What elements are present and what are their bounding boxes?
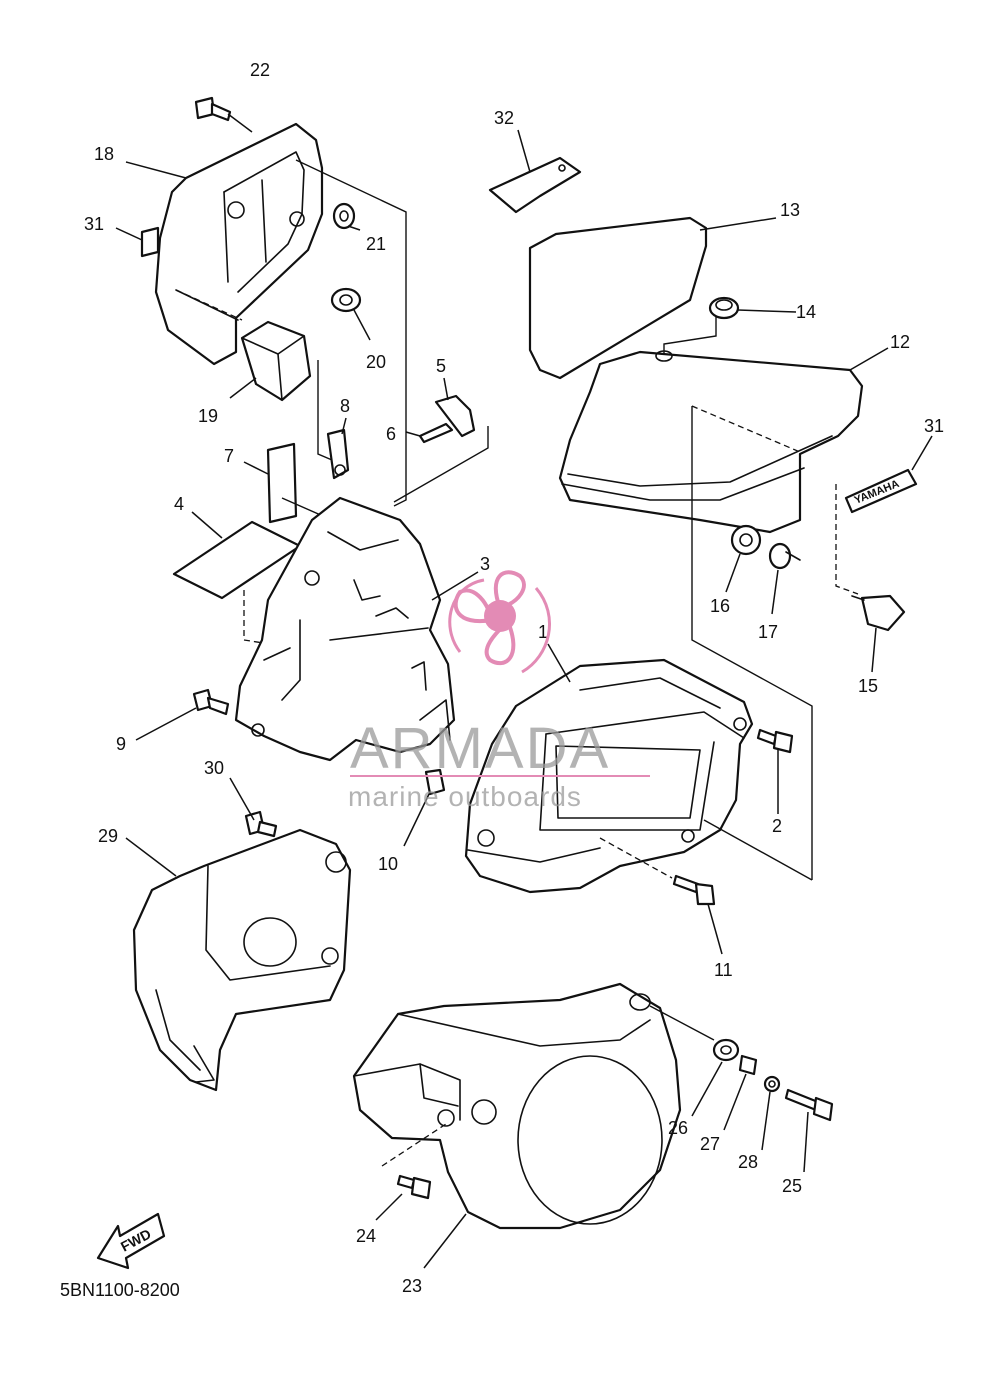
part-25-bolt [784, 1088, 834, 1122]
part-13-panel [528, 216, 708, 380]
part-3-frame-bracket [234, 496, 456, 762]
callout-14: 14 [796, 302, 816, 322]
line-23-to-26 [649, 1005, 715, 1041]
dash-1-to-11 [599, 837, 673, 879]
part-16-nut [730, 524, 762, 556]
callout-8: 8 [340, 396, 350, 416]
part-8-clip [326, 428, 350, 480]
assembly-line-1 [703, 819, 813, 881]
part-32-clip [488, 156, 582, 214]
callout-31: 31 [84, 214, 104, 234]
callout-28: 28 [738, 1152, 758, 1172]
diagram-code: 5BN1100-8200 [60, 1280, 180, 1300]
assembly-line-12 [691, 406, 813, 880]
callout-27: 27 [700, 1134, 720, 1154]
part-17-grommet [768, 542, 801, 570]
fwd-arrow-icon: FWD [96, 1212, 166, 1270]
callout-2: 2 [772, 816, 782, 836]
part-22-screw [194, 96, 232, 122]
callout-11: 11 [714, 960, 733, 980]
callout-15: 15 [858, 676, 878, 696]
watermark: ARMADA marine outboards [348, 570, 650, 812]
part-9-bolt [192, 688, 230, 716]
part-2-bolt [756, 728, 794, 754]
callout-20: 20 [366, 352, 386, 372]
part-23-engine-cover [352, 982, 682, 1230]
callout-1: 1 [538, 622, 548, 642]
part-20-grommet [330, 287, 362, 313]
callout-4: 4 [174, 494, 184, 514]
callout-12: 12 [890, 332, 910, 352]
callout-13: 13 [780, 200, 800, 220]
callout-17: 17 [758, 622, 778, 642]
dash-24-to-23 [381, 1123, 447, 1167]
part-11-bolt [672, 874, 716, 906]
part-19-pad [240, 320, 312, 402]
part-31-decal-left [140, 226, 160, 258]
part-15-knob [851, 594, 906, 632]
callout-19: 19 [198, 406, 218, 426]
propeller-logo-icon [448, 570, 551, 674]
callout-labels: 22 18 31 21 20 19 32 13 14 12 31 5 8 6 7… [84, 60, 944, 1296]
callout-6: 6 [386, 424, 396, 444]
dash-4-to-3 [243, 590, 271, 645]
callout-3: 3 [480, 554, 490, 574]
dash-15-to-12 [835, 484, 859, 595]
leader-lines [115, 113, 933, 1269]
callout-26: 26 [668, 1118, 688, 1138]
part-12-side-cover-right [558, 350, 864, 534]
callout-23: 23 [402, 1276, 422, 1296]
part-30-bolt [244, 810, 278, 838]
assembly-line-18 [295, 159, 407, 507]
part-24-bolt [396, 1174, 432, 1200]
callout-32: 32 [494, 108, 514, 128]
callout-16: 16 [710, 596, 730, 616]
part-31-yamaha-decal: YAMAHA [844, 468, 918, 514]
callout-31-right: 31 [924, 416, 944, 436]
callout-29: 29 [98, 826, 118, 846]
part-21-grommet [332, 202, 356, 230]
callout-22: 22 [250, 60, 270, 80]
part-7-pad [266, 442, 298, 524]
callout-18: 18 [94, 144, 114, 164]
watermark-brand: ARMADA [350, 716, 610, 781]
callout-21: 21 [366, 234, 386, 254]
part-29-sprocket-cover [132, 828, 352, 1092]
callout-5: 5 [436, 356, 446, 376]
line-5-to-3 [393, 426, 489, 503]
line-14-to-12 [663, 316, 717, 356]
part-28-washer [763, 1075, 781, 1093]
watermark-tagline: marine outboards [348, 781, 582, 812]
callout-9: 9 [116, 734, 126, 754]
part-26-collar [712, 1038, 740, 1062]
assembly-line-19 [317, 360, 333, 461]
part-5-bracket [434, 394, 476, 438]
part-14-grommet [708, 296, 740, 320]
dash-18-to-3 [175, 289, 243, 321]
callout-10: 10 [378, 854, 398, 874]
callout-7: 7 [224, 446, 234, 466]
part-27-sleeve [738, 1054, 758, 1076]
part-6-rivet [418, 422, 454, 444]
callout-30: 30 [204, 758, 224, 778]
callout-25: 25 [782, 1176, 802, 1196]
callout-24: 24 [356, 1226, 376, 1246]
